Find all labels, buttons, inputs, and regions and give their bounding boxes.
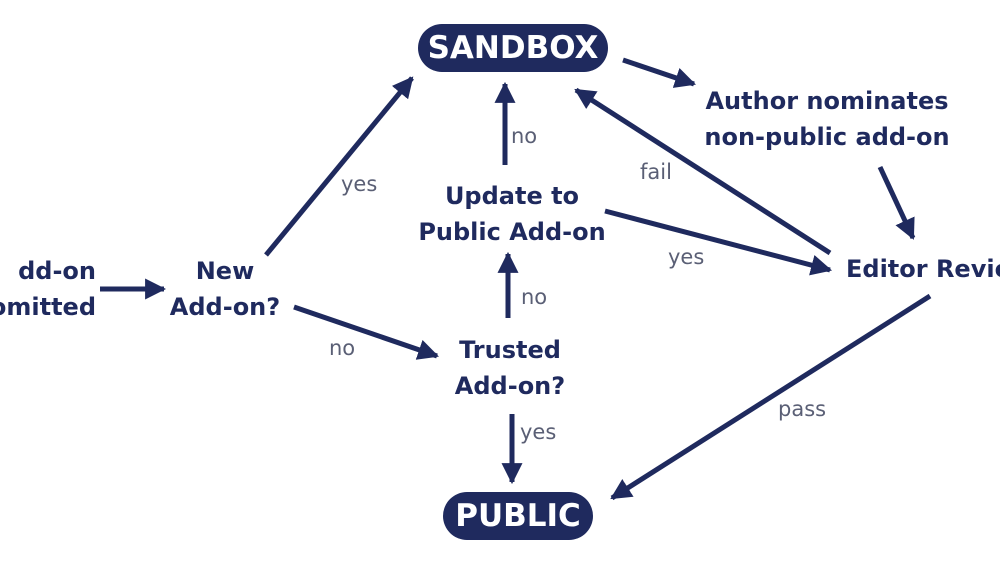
update-public-line-1: Update to <box>444 182 580 210</box>
sandbox-node: SANDBOX <box>418 24 608 72</box>
edge-review-to-public <box>610 293 932 501</box>
trusted-addon-line-1: Trusted <box>459 336 561 364</box>
label-new-no: no <box>329 336 356 360</box>
update-public-line-2: Public Add-on <box>418 218 606 246</box>
label-update-no: no <box>511 124 538 148</box>
new-addon-line-2: Add-on? <box>169 293 281 321</box>
label-review-pass: pass <box>778 397 827 421</box>
edge-review-to-sandbox <box>574 87 832 256</box>
new-addon-line-1: New <box>195 257 255 285</box>
label-trusted-no: no <box>521 285 548 309</box>
label-review-fail: fail <box>640 160 672 184</box>
label-new-yes: yes <box>341 172 378 196</box>
label-update-yes: yes <box>668 245 705 269</box>
addon-submitted-line-2: omitted <box>0 293 96 321</box>
trusted-addon-node: Trusted Add-on? <box>440 332 580 404</box>
addon-submitted-line-1: dd-on <box>18 257 96 285</box>
public-node: PUBLIC <box>443 492 593 540</box>
edge-new-to-trusted <box>293 304 439 360</box>
update-public-node: Update to Public Add-on <box>412 178 612 250</box>
new-addon-node: New Add-on? <box>160 253 290 325</box>
edge-update-to-review <box>604 208 833 276</box>
addon-submitted-node: dd-on omitted <box>0 253 96 325</box>
editor-review-text: Editor Revie <box>846 255 1000 283</box>
label-trusted-yes: yes <box>520 420 557 444</box>
edge-new-to-sandbox <box>264 76 414 257</box>
author-nominates-node: Author nominates non-public add-on <box>696 83 958 155</box>
author-nominates-line-1: Author nominates <box>705 87 949 115</box>
trusted-addon-line-2: Add-on? <box>454 372 566 400</box>
edge-sandbox-to-author <box>622 57 696 88</box>
edge-author-to-review <box>877 165 916 240</box>
editor-review-node: Editor Revie <box>846 251 1000 287</box>
author-nominates-line-2: non-public add-on <box>704 123 950 151</box>
